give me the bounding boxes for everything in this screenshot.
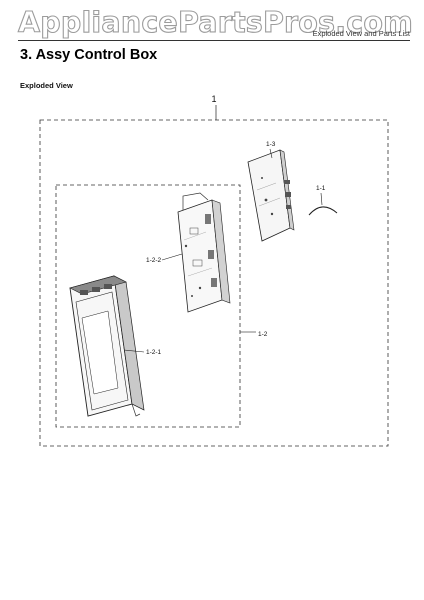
assembly-boundary bbox=[39, 119, 389, 447]
subsection-title: Exploded View bbox=[20, 81, 73, 90]
header-reference: Exploded View and Parts List bbox=[312, 29, 410, 38]
leader-panel bbox=[123, 349, 145, 353]
leader-pcb bbox=[269, 148, 273, 159]
section-title: 3. Assy Control Box bbox=[20, 47, 158, 63]
leader-knob bbox=[320, 192, 323, 206]
label-assembly: 1 bbox=[211, 94, 216, 104]
pcb-part bbox=[247, 149, 295, 242]
label-pcb: 1-3 bbox=[266, 141, 276, 148]
knob-part bbox=[308, 206, 338, 216]
watermark-logo: AppliancePartsPros.com bbox=[17, 5, 414, 39]
label-knob: 1-1 bbox=[316, 185, 326, 192]
control-board-part bbox=[177, 192, 231, 313]
label-board: 1-2-2 bbox=[146, 257, 162, 264]
label-panel: 1-2-1 bbox=[146, 349, 162, 356]
header-divider bbox=[18, 40, 410, 41]
control-panel-part bbox=[69, 275, 145, 417]
leader-board bbox=[161, 253, 183, 261]
label-sub-assembly: 1-2 bbox=[258, 331, 268, 338]
sub-assembly-boundary bbox=[55, 184, 241, 428]
